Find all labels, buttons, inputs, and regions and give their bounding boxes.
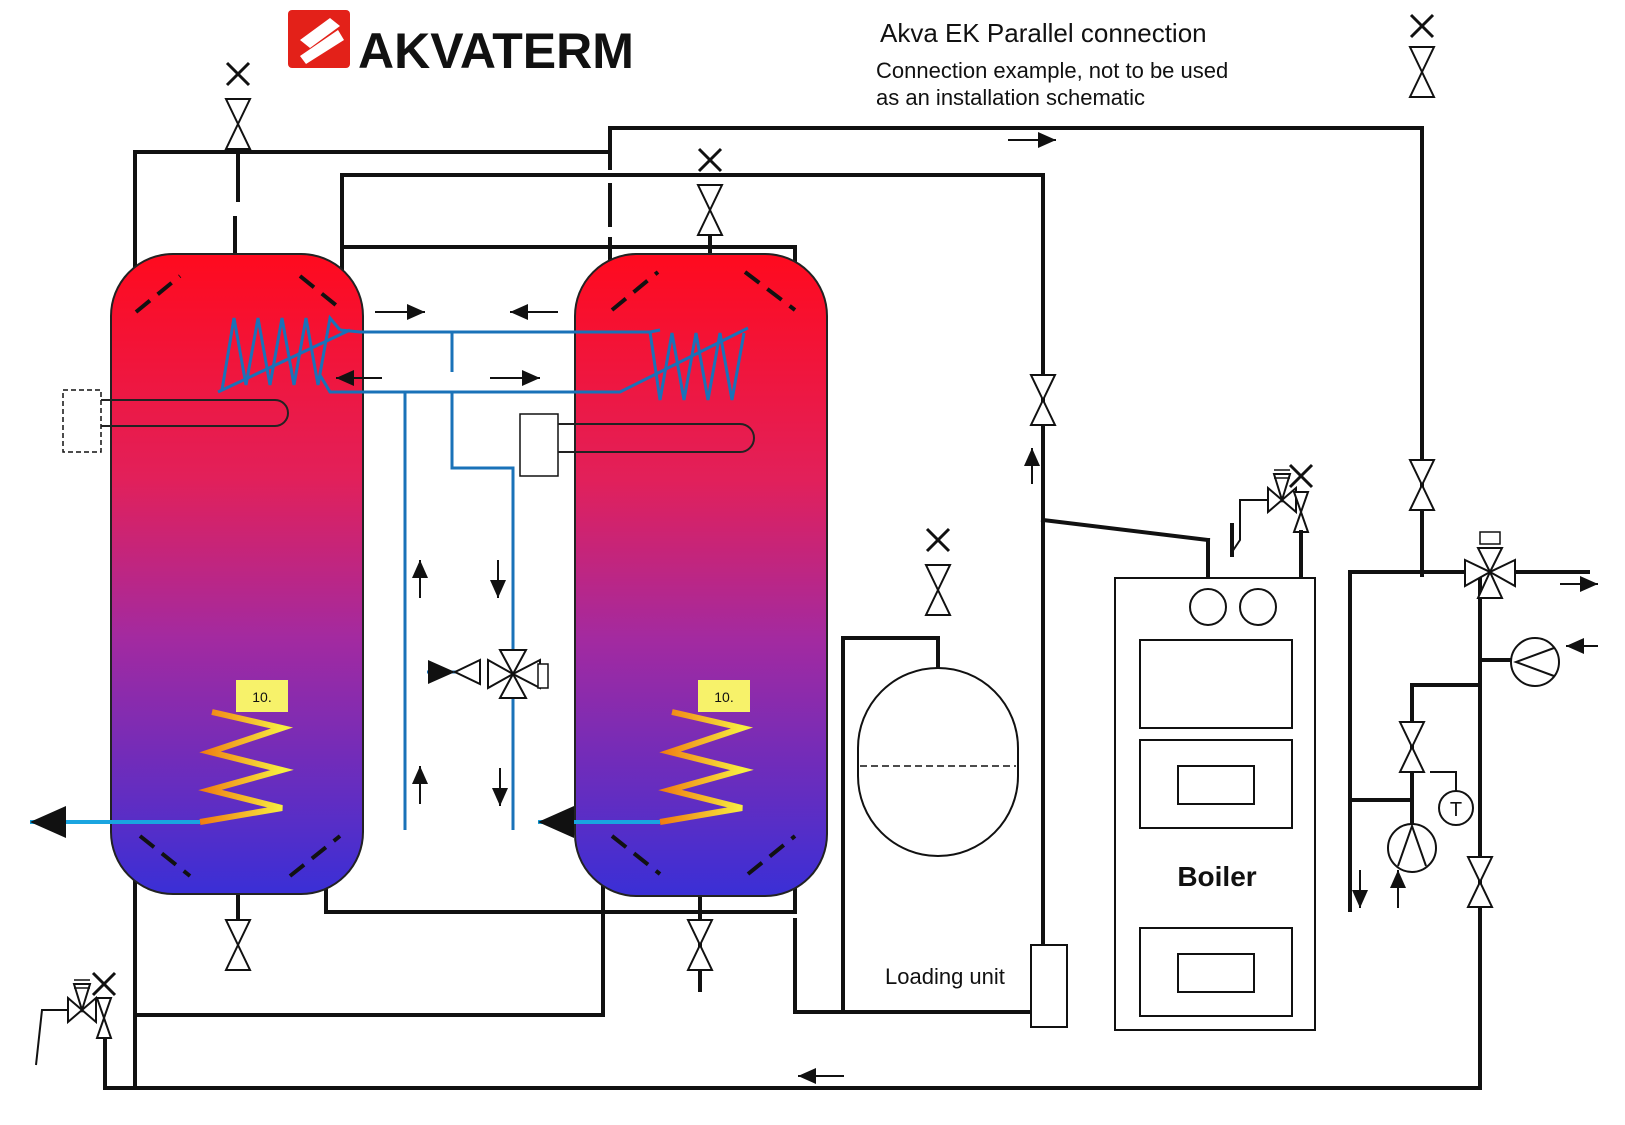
- coil-badge-right: 10.: [714, 689, 733, 705]
- air-vent-icon: [1409, 13, 1435, 39]
- electric-heater-right: [519, 413, 755, 477]
- boiler: Boiler: [1114, 577, 1316, 1031]
- loading-unit: Loading unit: [885, 944, 1068, 1028]
- air-vent-icon: [1288, 463, 1314, 489]
- valve-icon: [1399, 721, 1425, 773]
- valve-icon: [1030, 374, 1056, 426]
- electric-heater-left: [62, 389, 289, 453]
- tank-right: [574, 253, 828, 897]
- valve-icon: [95, 997, 113, 1039]
- valve-icon: [1409, 46, 1435, 98]
- boiler-label: Boiler: [1177, 861, 1256, 892]
- air-vent-icon: [925, 527, 951, 553]
- valve-icon: [925, 564, 951, 616]
- three-way-valve-icon: [1464, 531, 1516, 599]
- expansion-vessel-icon: [857, 667, 1019, 857]
- coil-badge-left: 10.: [252, 689, 271, 705]
- diagram-title: Akva EK Parallel connection: [880, 18, 1207, 48]
- tank-left: [110, 253, 364, 895]
- pump-icon: [1387, 822, 1437, 873]
- disclaimer-line-2: as an installation schematic: [876, 85, 1145, 110]
- flow-arrows: [336, 132, 1598, 1084]
- akvaterm-logo: AKVATERM: [288, 10, 634, 79]
- dhw-coil-right: 10.: [538, 680, 754, 838]
- safety-valve-icon: [67, 979, 97, 1025]
- dhw-coil-left: 10.: [30, 680, 294, 838]
- air-vent-icon: [225, 61, 251, 87]
- loading-unit-label: Loading unit: [885, 964, 1005, 989]
- valve-icon: [1467, 856, 1493, 908]
- valve-icon: [225, 919, 251, 971]
- valve-icon: [697, 184, 723, 236]
- safety-valve-icon: [1267, 469, 1297, 515]
- valve-icon: [1409, 459, 1435, 511]
- valve-icon: [225, 98, 251, 150]
- air-vent-icon: [697, 147, 723, 173]
- thermometer-icon: T: [1430, 771, 1474, 826]
- air-vent-icon: [91, 971, 117, 997]
- valve-icon: [1292, 491, 1310, 580]
- three-way-valve-icon: [487, 649, 549, 699]
- pump-icon: [1510, 637, 1560, 687]
- thermostat-symbol: T: [1450, 799, 1462, 821]
- logo-text: AKVATERM: [358, 23, 634, 79]
- check-valve-icon: [428, 658, 481, 686]
- valve-icon: [687, 919, 713, 971]
- disclaimer-line-1: Connection example, not to be used: [876, 58, 1228, 83]
